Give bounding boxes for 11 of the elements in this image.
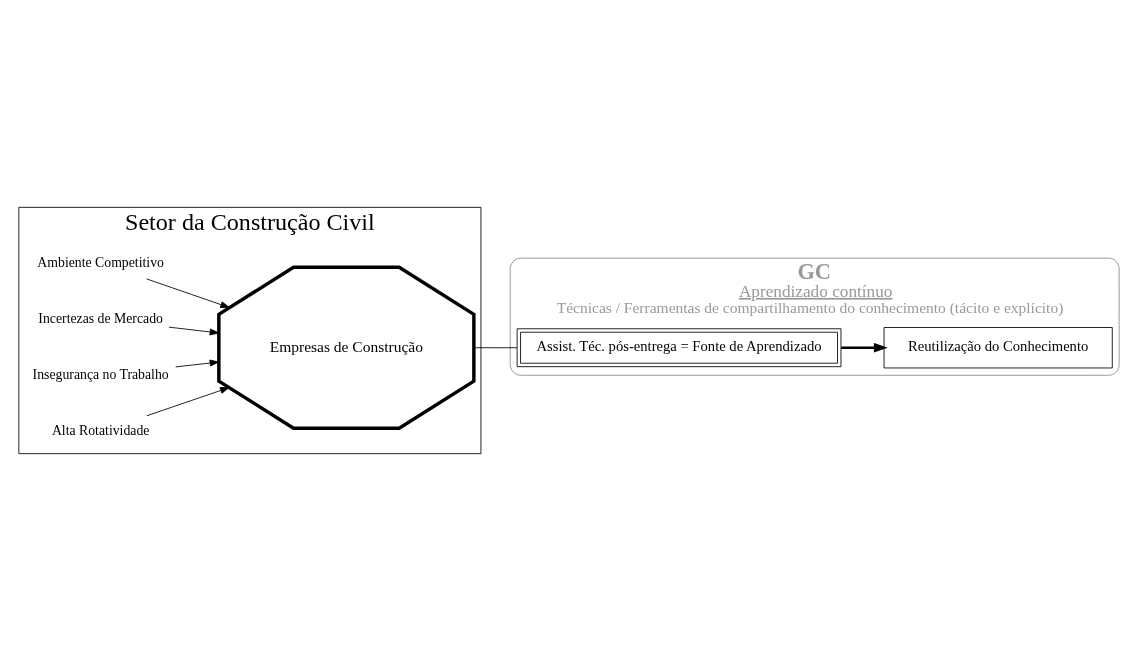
- arrow: [168, 326, 220, 336]
- arrow: [841, 342, 888, 353]
- node-box: Reutilização do Conhecimento: [883, 327, 1113, 369]
- arrow: [146, 278, 230, 308]
- node-text: Ambiente Competitivo: [37, 254, 164, 270]
- node-text: Alta Rotatividade: [51, 422, 150, 438]
- connector: [473, 347, 518, 349]
- node-text: Insegurança no Trabalho: [32, 366, 169, 382]
- node-text: Incertezas de Mercado: [38, 310, 163, 326]
- arrow: [146, 387, 230, 417]
- arrow: [175, 359, 220, 368]
